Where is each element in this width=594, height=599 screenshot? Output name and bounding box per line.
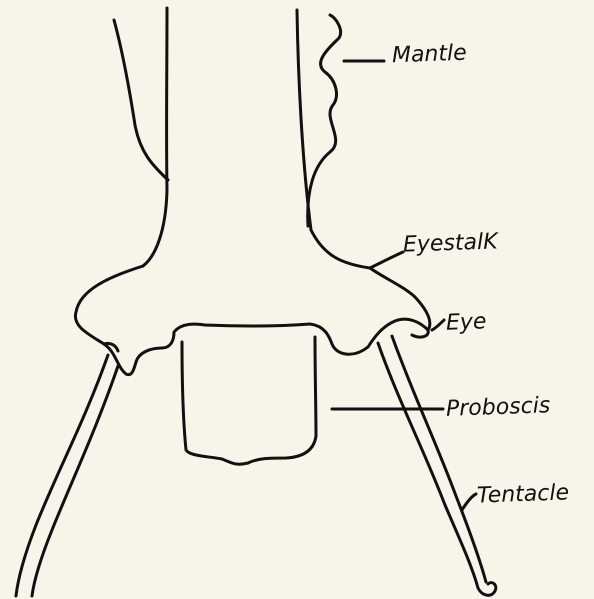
proboscis-outline <box>182 337 316 464</box>
left-tentacle-inner <box>32 366 118 596</box>
eyestalk-leader-line <box>370 252 403 268</box>
proboscis-label: Proboscis <box>446 395 551 421</box>
body-left-inner-outline <box>143 8 167 266</box>
body-left-outer-outline <box>114 20 168 180</box>
eye-label: Eye <box>446 311 487 334</box>
eyestalk-label: EyestalK <box>403 231 498 256</box>
head-outline <box>75 266 429 375</box>
right-tentacle-inner <box>392 336 486 582</box>
mantle-label: Mantle <box>392 43 467 68</box>
left-tentacle-outer <box>16 355 108 596</box>
tentacle-leader-line <box>462 494 476 510</box>
eye-leader-line <box>432 320 444 330</box>
right-eye <box>412 330 428 337</box>
body-right-outline <box>297 10 370 268</box>
mantle-outline <box>308 15 341 226</box>
tentacle-label: Tentacle <box>477 482 570 507</box>
